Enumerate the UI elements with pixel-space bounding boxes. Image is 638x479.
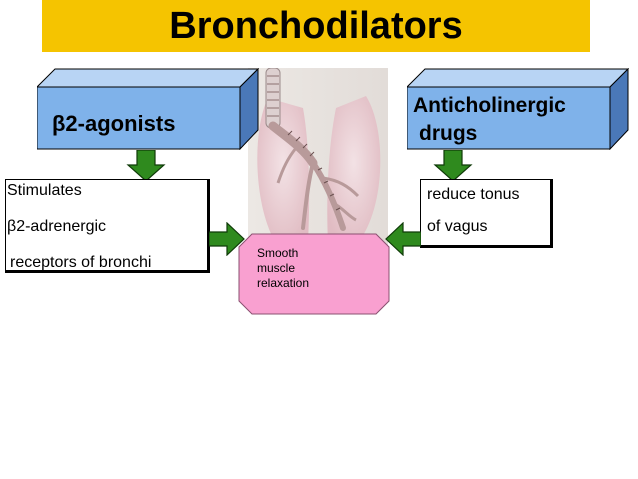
anticholinergic-label-line1: Anticholinergic bbox=[413, 94, 566, 117]
result-line-1: Smooth bbox=[257, 246, 299, 260]
result-line-2: muscle bbox=[257, 261, 296, 275]
left-effect-line-3: receptors of bronchi bbox=[10, 254, 152, 271]
result-line-3: relaxation bbox=[257, 276, 310, 290]
title-bar: Bronchodilators bbox=[42, 0, 590, 52]
anticholinergic-box-face bbox=[407, 86, 611, 150]
right-arrow-icon bbox=[209, 222, 245, 256]
beta2-agonists-box-face bbox=[37, 86, 241, 150]
page-title: Bronchodilators bbox=[169, 4, 463, 47]
down-arrow-right-icon bbox=[433, 150, 473, 182]
bronchial-tree-illustration bbox=[248, 68, 388, 246]
left-effect-box: Stimulates β2-adrenergic receptors of br… bbox=[5, 179, 210, 273]
right-effect-box: reduce tonus of vagus bbox=[420, 179, 553, 248]
left-effect-line-1: Stimulates bbox=[7, 182, 82, 199]
beta2-agonists-box bbox=[37, 68, 259, 150]
result-text: Smooth muscle relaxation bbox=[257, 246, 309, 291]
anticholinergic-label-line2: drugs bbox=[419, 122, 478, 145]
down-arrow-left-icon bbox=[126, 150, 166, 182]
left-arrow-icon bbox=[385, 222, 421, 256]
right-effect-line-1: reduce tonus bbox=[427, 186, 520, 203]
anticholinergic-box bbox=[407, 68, 629, 150]
right-effect-line-2: of vagus bbox=[427, 218, 488, 235]
beta2-agonists-label: β2-agonists bbox=[52, 111, 176, 136]
left-effect-line-2: β2-adrenergic bbox=[7, 218, 107, 235]
smooth-muscle-relaxation-box bbox=[238, 233, 390, 315]
